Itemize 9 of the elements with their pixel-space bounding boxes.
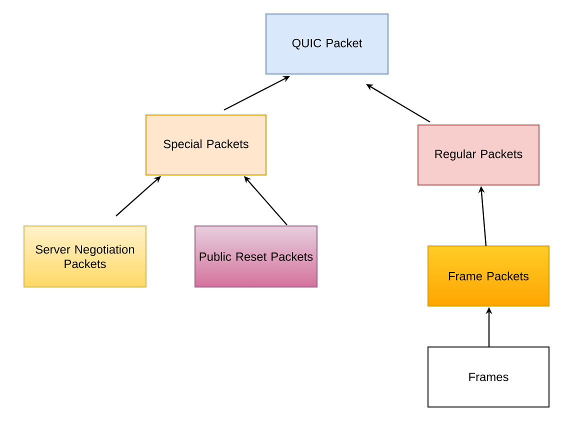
arrow [244,176,288,226]
process-box: QUIC Packet [266,14,388,74]
process-box: Public Reset Packets [194,226,318,288]
arrow [116,176,161,216]
process-box: Frame Packets [428,246,550,306]
process-box: Regular Packets [418,124,540,186]
process-box: Frames [428,346,550,408]
process-box: Special Packets [146,114,266,176]
process-box: Server Negotiation Packets [24,226,146,288]
